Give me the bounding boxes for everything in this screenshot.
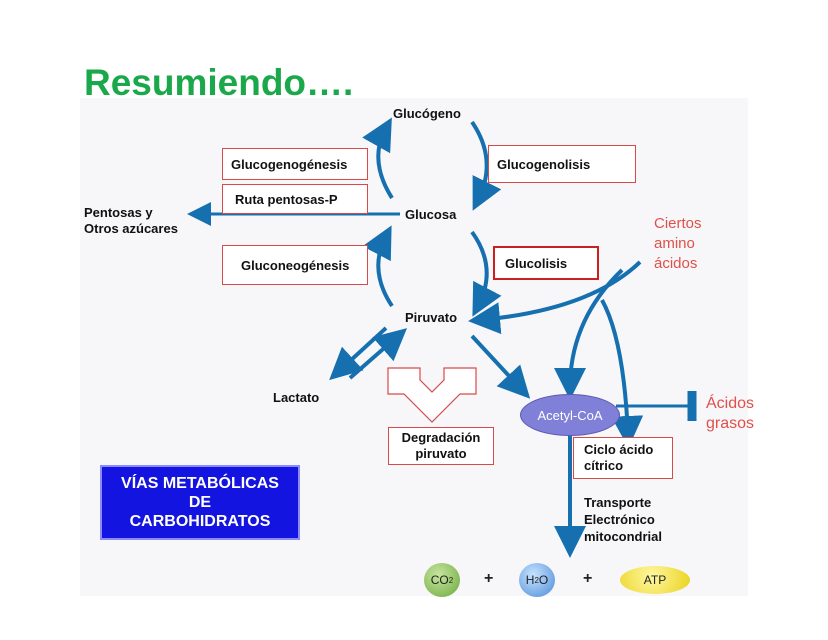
arrow-amino-ciclo [600, 299, 644, 448]
slide-title: Resumiendo…. [84, 62, 354, 103]
arrow-glucolisis [470, 230, 502, 317]
h2o-subscript: 2 [534, 575, 539, 585]
box-glucolisis: Glucolisis [493, 246, 599, 280]
arrow-lactato-piruvato [348, 328, 408, 380]
arrow-gluconeogenesis [362, 225, 394, 308]
vias-line-3: CARBOHIDRATOS [129, 513, 271, 530]
box-glucogenolisis: Glucogenolisis [488, 145, 636, 183]
vias-line-1: VÍAS METABÓLICAS [121, 475, 279, 492]
arrow-glucogenolisis [470, 120, 502, 211]
node-pentosas: Pentosas y Otros azúcares [84, 205, 178, 236]
box-ruta-pentosas: Ruta pentosas-P [222, 184, 368, 214]
atp-label: ATP [643, 573, 667, 587]
vias-metabolicas-box: VÍAS METABÓLICAS DE CARBOHIDRATOS [100, 465, 300, 540]
plus-2: + [583, 570, 593, 587]
box-degradacion: Degradación piruvato [388, 427, 494, 465]
box-ciclo: Ciclo ácido cítrico [573, 437, 673, 479]
node-piruvato: Piruvato [405, 310, 458, 325]
arrow-amino-acetyl [554, 268, 624, 400]
box-gluconeogenesis: Gluconeogénesis [222, 245, 368, 285]
co2-subscript: 2 [448, 575, 454, 585]
node-glucosa: Glucosa [405, 207, 457, 222]
arrow-amino-piruvato [468, 260, 642, 335]
arrow-degradacion [387, 367, 477, 423]
label-acidos-grasos: Ácidos grasos [706, 395, 755, 432]
h2o-label-o: O [538, 573, 549, 587]
plus-1: + [484, 570, 494, 587]
node-lactato: Lactato [273, 390, 320, 405]
h2o-label-h: H [525, 573, 535, 587]
box-glucogenogenesis: Glucogenogénesis [222, 148, 368, 180]
co2-label: CO [430, 573, 449, 587]
vias-line-2: DE [188, 494, 212, 511]
label-transporte: Transporte Electrónico mitocondrial [584, 495, 663, 544]
arrow-glucogenogenesis [362, 117, 394, 200]
acetyl-coa-label: Acetyl-CoA [537, 407, 603, 423]
atp-node: ATP [620, 566, 690, 594]
label-ciertos-amino: Ciertos amino ácidos [654, 215, 702, 272]
arrow-piruvato-acetyl [470, 334, 531, 399]
acetyl-coa-node: Acetyl-CoA [520, 394, 620, 436]
node-glucogeno: Glucógeno [393, 106, 461, 121]
